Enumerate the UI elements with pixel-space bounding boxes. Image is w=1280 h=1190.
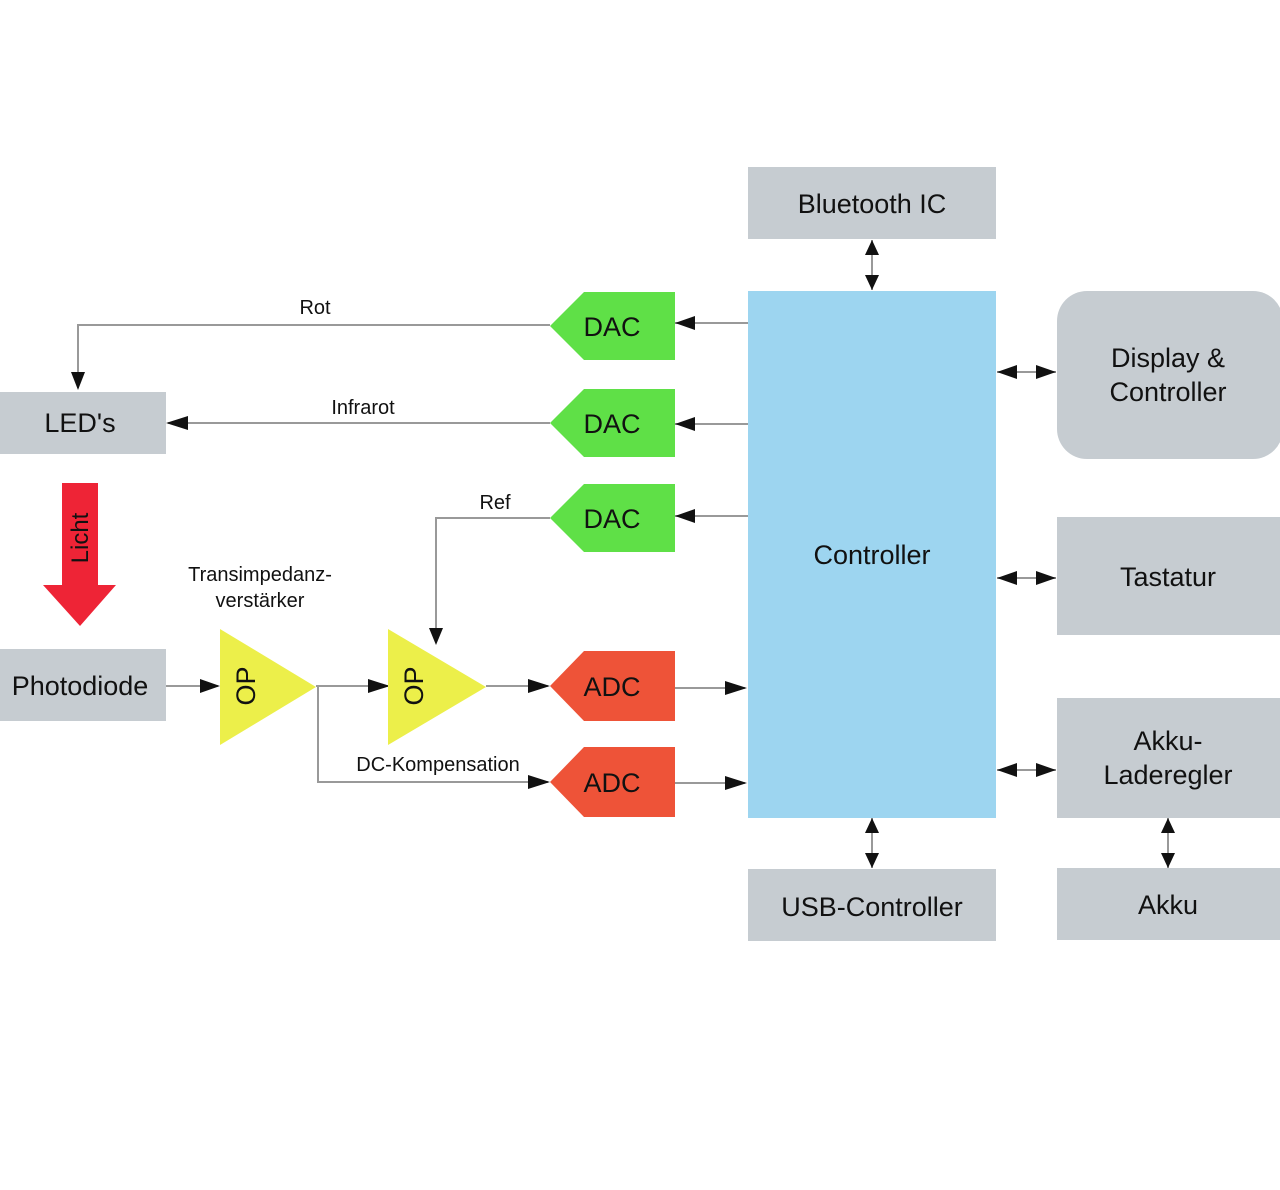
arrowhead <box>528 679 550 693</box>
arrowhead <box>997 763 1017 777</box>
arrowhead <box>865 853 879 868</box>
dac-red-block <box>550 292 675 360</box>
dac-ref-label: DAC <box>583 504 640 534</box>
keyboard-label: Tastatur <box>1120 562 1216 592</box>
usb-controller-block <box>748 869 996 941</box>
arrowhead <box>1161 818 1175 833</box>
arrowhead <box>865 818 879 833</box>
keyboard-block <box>1057 517 1280 635</box>
controller-block <box>748 291 996 818</box>
arrowhead <box>725 681 747 695</box>
arrowhead <box>997 365 1017 379</box>
leds-block <box>0 392 166 454</box>
display-label-line2: Controller <box>1109 377 1226 407</box>
display-controller-block <box>1057 291 1280 459</box>
arrowhead <box>429 628 443 645</box>
dc-compensation-label: DC-Kompensation <box>356 754 519 776</box>
light-arrow <box>43 483 116 626</box>
adc-main-block <box>550 651 675 721</box>
arrowhead <box>71 372 85 390</box>
arrowhead <box>1036 763 1056 777</box>
arrowhead <box>528 775 550 789</box>
battery-block <box>1057 868 1280 940</box>
photodiode-label: Photodiode <box>12 671 149 701</box>
arrowhead <box>997 571 1017 585</box>
charger-block <box>1057 698 1280 818</box>
arrowhead <box>200 679 220 693</box>
red-label: Rot <box>299 297 331 319</box>
charger-label-line1: Akku- <box>1133 726 1202 756</box>
ref-label: Ref <box>479 492 511 514</box>
bluetooth-ic-label: Bluetooth IC <box>798 189 947 219</box>
usb-controller-label: USB-Controller <box>781 892 963 922</box>
battery-label: Akku <box>1138 890 1198 920</box>
arrowhead <box>725 776 747 790</box>
arrowhead <box>1036 571 1056 585</box>
arrowhead <box>368 679 390 693</box>
adc-main-label: ADC <box>583 672 640 702</box>
arrowhead <box>865 240 879 255</box>
dac-red-label: DAC <box>583 312 640 342</box>
dac-infrared-block <box>550 389 675 457</box>
display-label-line1: Display & <box>1111 343 1225 373</box>
transimpedance-label-line2: verstärker <box>216 590 305 612</box>
dac-ref-op-wire <box>435 517 550 640</box>
dac-infrared-label: DAC <box>583 409 640 439</box>
arrowhead <box>865 275 879 290</box>
adc-dc-label: ADC <box>583 768 640 798</box>
op-second-label: OP <box>399 666 429 705</box>
dc-compensation-wire <box>317 686 548 783</box>
leds-label: LED's <box>44 408 115 438</box>
arrowhead <box>1036 365 1056 379</box>
infrared-label: Infrarot <box>331 397 395 419</box>
arrowhead <box>1161 853 1175 868</box>
transimpedance-label-line1: Transimpedanz- <box>188 564 332 586</box>
arrowhead <box>166 416 188 430</box>
controller-label: Controller <box>813 540 930 570</box>
op-second-triangle <box>388 629 486 745</box>
op-transimpedance-label: OP <box>231 666 261 705</box>
op-transimpedance-triangle <box>220 629 316 745</box>
adc-dc-block <box>550 747 675 817</box>
dac-red-led-wire <box>77 324 550 388</box>
bluetooth-ic-block <box>748 167 996 239</box>
charger-label-line2: Laderegler <box>1103 760 1232 790</box>
arrowhead <box>675 417 695 431</box>
dac-ref-block <box>550 484 675 552</box>
photodiode-block <box>0 649 166 721</box>
arrowhead <box>675 316 695 330</box>
light-label: Licht <box>67 512 94 563</box>
arrowhead <box>675 509 695 523</box>
